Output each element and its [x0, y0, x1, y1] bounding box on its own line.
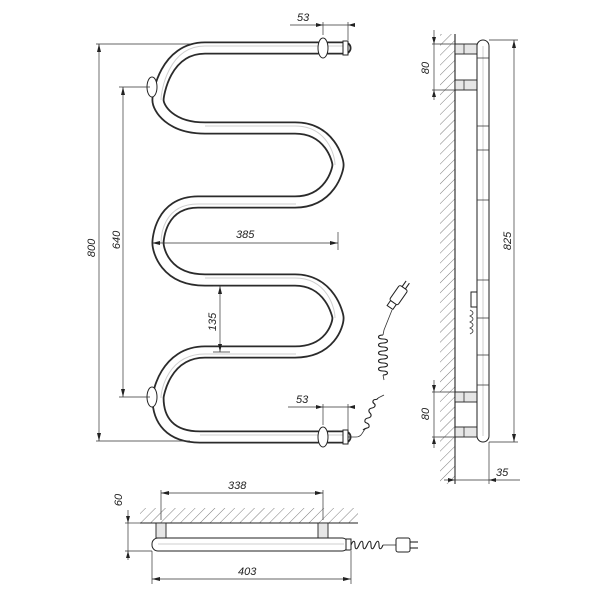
dim-side-depth: 35 [444, 442, 520, 484]
bottom-end-cap [342, 429, 349, 445]
dim-top-offset-label: 53 [297, 12, 310, 24]
side-view: 80 80 825 35 [420, 30, 520, 484]
dim-overall-width-label: 403 [238, 566, 257, 578]
dim-side-total-height-label: 825 [502, 231, 514, 250]
dim-side-depth-label: 35 [496, 467, 509, 479]
top-right-bracket-plan [317, 522, 329, 539]
top-view-cable [350, 537, 418, 553]
dim-side-top-bracket-label: 80 [420, 61, 432, 74]
dim-wall-offset: 60 [113, 493, 152, 560]
dim-width-label: 385 [236, 229, 255, 241]
dim-wall-offset-label: 60 [113, 493, 125, 506]
top-right-bracket [317, 37, 329, 59]
dim-overall-width: 403 [151, 551, 352, 584]
side-heater-outlet [469, 291, 478, 335]
dim-side-bottom-bracket-label: 80 [420, 407, 432, 420]
dim-bracket-spacing-label: 338 [228, 480, 247, 492]
dim-bottom-offset-label: 53 [296, 394, 309, 406]
dim-loop-pitch-label: 135 [207, 312, 219, 331]
top-view: 338 60 403 [113, 480, 418, 584]
dim-total-height-label: 800 [86, 238, 98, 257]
serpentine-pipe [151, 41, 352, 444]
dim-bracket-spacing: 338 [160, 480, 324, 520]
dim-side-total-height: 825 [489, 39, 518, 443]
coiled-power-cable [348, 280, 410, 438]
side-top-bracket [454, 43, 478, 91]
top-left-bracket-plan [155, 522, 167, 539]
side-bottom-bracket [454, 391, 478, 438]
top-wall-hatching [140, 508, 358, 523]
dim-mount-spacing-label: 640 [111, 230, 123, 249]
dim-side-top-bracket: 80 [420, 30, 455, 100]
power-plug [386, 280, 410, 311]
dim-side-bottom-bracket: 80 [420, 380, 455, 448]
dim-total-height: 800 [86, 43, 190, 442]
dim-bottom-offset: 53 [288, 394, 355, 430]
top-end-cap [342, 40, 349, 56]
bottom-right-bracket [317, 426, 329, 448]
dim-mount-spacing: 640 [111, 86, 150, 398]
top-view-plug [395, 537, 418, 553]
wall-hatching [440, 34, 455, 484]
dim-width: 385 [152, 229, 339, 250]
dim-top-offset: 53 [290, 12, 355, 40]
front-view: 53 800 640 385 [86, 12, 410, 448]
dim-loop-pitch: 135 [207, 285, 230, 353]
